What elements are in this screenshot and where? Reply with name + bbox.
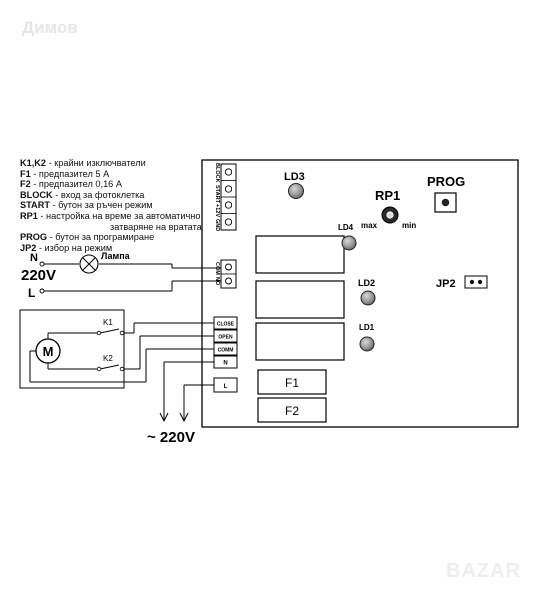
jp2-pin-icon — [469, 279, 475, 285]
legend-text: - бутон за програмиране — [47, 232, 155, 243]
switch-contact — [96, 330, 102, 336]
fuse-f2-label: F2 — [285, 404, 299, 418]
legend-key: F1 — [20, 168, 31, 179]
led-ld4-label: LD4 — [338, 223, 354, 232]
switch-contact — [96, 366, 102, 372]
legend-item: F1 - предпазител 5 А — [20, 169, 202, 180]
lamp-icon-cross — [82, 257, 96, 271]
terminal-label-n: N — [223, 361, 227, 367]
rp1-label: RP1 — [375, 188, 400, 203]
terminal-label-comm: COMM — [218, 348, 234, 354]
fuse-f2 — [257, 397, 327, 423]
supply-l-label: L — [28, 286, 35, 300]
supply-220v-label: 220V — [21, 267, 56, 284]
legend-text: - настройка на време за автоматично — [37, 210, 201, 221]
relay-1 — [255, 235, 345, 274]
rp1-knob-center — [386, 211, 394, 219]
legend-text: - бутон за ръчен режим — [49, 200, 153, 211]
legend-item: RP1 - настройка на време за автоматично — [20, 211, 202, 222]
legend-text: - избор на режим — [36, 242, 113, 253]
legend-text: - предпазител 0,16 А — [30, 179, 122, 190]
terminal-label-block: BLOCK — [214, 163, 220, 183]
legend-item: BLOCK - вход за фотоклетка — [20, 190, 202, 201]
led-ld3-label: LD3 — [284, 171, 305, 183]
motor-label: M — [43, 344, 54, 359]
supply-220v-bottom-label: ~ 220V — [147, 429, 195, 446]
legend-continuation: затваряне на вратата — [110, 221, 202, 232]
relay-2 — [255, 280, 345, 319]
legend-item: F2 - предпазител 0,16 А — [20, 179, 202, 190]
rp1-min-label: min — [402, 221, 416, 230]
terminal-dot-n — [39, 261, 45, 267]
switch-contact — [119, 366, 125, 372]
led-ld1-label: LD1 — [359, 323, 375, 332]
terminal-label-com: COM — [214, 262, 220, 275]
terminal-label-12v: +12V — [214, 204, 220, 217]
k2-label: K2 — [103, 354, 113, 363]
motor-terminal-block: CLOSE OPEN COMM N L — [213, 316, 238, 393]
legend-item: START - бутон за ръчен режим — [20, 200, 202, 211]
legend-key: PROG — [20, 232, 48, 243]
motor-enclosure — [19, 309, 125, 389]
control-board — [201, 159, 519, 428]
lamp-circuit — [43, 263, 221, 292]
switch-contact — [119, 330, 125, 336]
led-ld2-label: LD2 — [358, 278, 375, 288]
fuse-f1 — [257, 369, 327, 395]
led-ld4 — [341, 235, 357, 251]
legend-item: JP2 - избор на режим — [20, 243, 202, 254]
legend-key: RP1 — [20, 210, 38, 221]
legend: K1,K2 - крайни изключватели F1 - предпаз… — [20, 158, 202, 253]
legend-text: - крайни изключватели — [46, 158, 146, 168]
relay-3 — [255, 322, 345, 361]
terminal-label-gnd: GND — [214, 219, 220, 231]
legend-key: K1,K2 — [20, 158, 47, 168]
jp2-pin-icon — [477, 279, 483, 285]
jp2-label: JP2 — [436, 278, 456, 290]
legend-item: PROG - бутон за програмиране — [20, 232, 202, 243]
legend-key: START — [20, 200, 50, 211]
rp1-max-label: max — [361, 221, 378, 230]
terminal-label-close: CLOSE — [217, 322, 235, 328]
terminal-label-l: L — [224, 384, 228, 390]
led-ld3 — [288, 183, 304, 199]
legend-key: JP2 — [20, 242, 37, 253]
terminal-label-start: START — [214, 185, 220, 204]
legend-key: BLOCK — [20, 189, 53, 200]
prog-label: PROG — [427, 174, 465, 189]
supply-n-label: N — [30, 252, 38, 264]
watermark-text: Димов — [22, 18, 78, 37]
led-ld2 — [360, 290, 376, 306]
fuse-f1-label: F1 — [285, 376, 299, 390]
legend-item: K1,K2 - крайни изключватели — [20, 158, 202, 169]
prog-button-icon — [441, 198, 450, 207]
lamp-terminal-block: COM NO — [214, 259, 237, 289]
motor-wiring — [29, 322, 214, 423]
legend-key: F2 — [20, 179, 31, 190]
terminal-label-open: OPEN — [218, 335, 233, 341]
led-ld1 — [359, 336, 375, 352]
legend-text: - предпазител 5 А — [30, 168, 110, 179]
k1-label: K1 — [103, 318, 113, 327]
lamp-label: Лампа — [101, 251, 131, 261]
jp2-jumper — [464, 275, 488, 289]
top-terminal-block: BLOCK START +12V GND — [214, 163, 237, 231]
brand-watermark: BAZAR — [446, 560, 521, 582]
legend-text: - вход за фотоклетка — [52, 189, 145, 200]
terminal-dot-l — [39, 288, 45, 294]
